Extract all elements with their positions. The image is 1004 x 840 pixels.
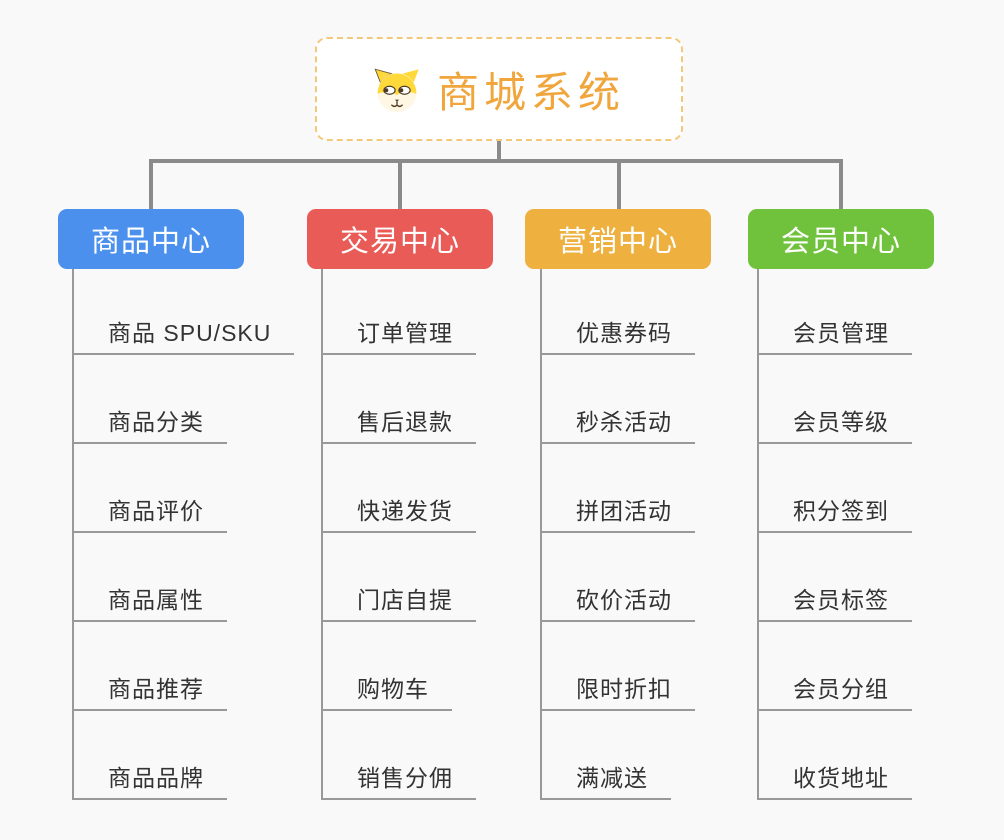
connector-drop-member-center (839, 159, 843, 210)
subtopic-item[interactable]: 商品品牌 (74, 767, 227, 800)
children-column-member-center: 会员管理 会员等级 积分签到 会员标签 会员分组 收货地址 (757, 269, 912, 800)
subtopic-item[interactable]: 积分签到 (759, 500, 912, 533)
branch-label: 会员中心 (780, 226, 901, 258)
subtopic-item[interactable]: 会员等级 (759, 411, 912, 444)
connector-drop-marketing-center (617, 159, 621, 210)
subtopic-item[interactable]: 砍价活动 (542, 589, 695, 622)
subtopic-item[interactable]: 会员管理 (759, 322, 912, 355)
branch-label: 交易中心 (339, 226, 460, 258)
branch-label: 商品中心 (90, 226, 211, 258)
subtopic-item[interactable]: 商品评价 (74, 500, 227, 533)
connector-drop-product-center (149, 159, 153, 210)
children-column-product-center: 商品 SPU/SKU 商品分类 商品评价 商品属性 商品推荐 商品品牌 (72, 269, 295, 800)
subtopic-item[interactable]: 会员分组 (759, 678, 912, 711)
connector-horizontal-rail (149, 159, 843, 163)
children-column-marketing-center: 优惠券码 秒杀活动 拼团活动 砍价活动 限时折扣 满减送 (540, 269, 695, 800)
connector-root-drop (497, 140, 501, 163)
root-title: 商城系统 (436, 68, 625, 116)
subtopic-item[interactable]: 购物车 (323, 678, 452, 711)
shiba-dog-icon (374, 68, 419, 112)
subtopic-item[interactable]: 快递发货 (323, 500, 476, 533)
root-node[interactable]: 商城系统 (315, 37, 683, 141)
subtopic-item[interactable]: 订单管理 (323, 322, 476, 355)
children-column-trade-center: 订单管理 售后退款 快递发货 门店自提 购物车 销售分佣 (321, 269, 476, 800)
subtopic-item[interactable]: 限时折扣 (542, 678, 695, 711)
subtopic-item[interactable]: 商品推荐 (74, 678, 227, 711)
subtopic-item[interactable]: 会员标签 (759, 589, 912, 622)
subtopic-item[interactable]: 商品 SPU/SKU (74, 322, 295, 355)
subtopic-item[interactable]: 商品分类 (74, 411, 227, 444)
branch-member-center[interactable]: 会员中心 (748, 209, 934, 269)
connector-drop-trade-center (398, 159, 402, 210)
subtopic-item[interactable]: 优惠券码 (542, 322, 695, 355)
branch-trade-center[interactable]: 交易中心 (307, 209, 493, 269)
subtopic-item[interactable]: 门店自提 (323, 589, 476, 622)
subtopic-item[interactable]: 销售分佣 (323, 767, 476, 800)
branch-label: 营销中心 (557, 226, 678, 258)
subtopic-item[interactable]: 售后退款 (323, 411, 476, 444)
branch-marketing-center[interactable]: 营销中心 (525, 209, 711, 269)
subtopic-item[interactable]: 收货地址 (759, 767, 912, 800)
subtopic-item[interactable]: 商品属性 (74, 589, 227, 622)
subtopic-item[interactable]: 秒杀活动 (542, 411, 695, 444)
subtopic-item[interactable]: 满减送 (542, 767, 671, 800)
subtopic-item[interactable]: 拼团活动 (542, 500, 695, 533)
branch-product-center[interactable]: 商品中心 (58, 209, 244, 269)
